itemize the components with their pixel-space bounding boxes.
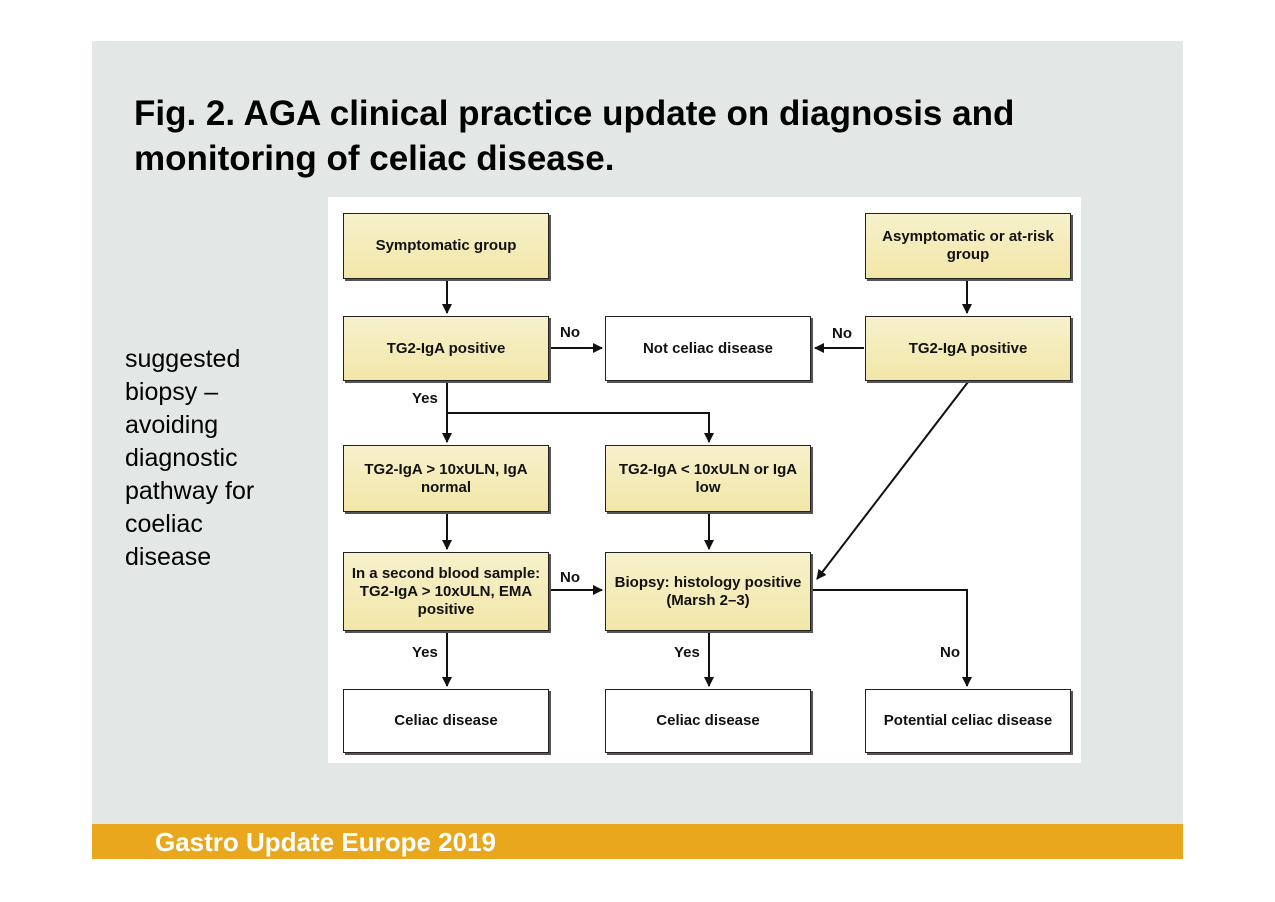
arrow-tg2-right-to-biopsy [816,381,969,580]
footer-bar: Gastro Update Europe 2019 [92,824,1183,859]
side-note-line: coeliac [125,510,203,538]
node-celiac-disease-2: Celiac disease [605,689,811,753]
node-asymptomatic-group: Asymptomatic or at-risk group [865,213,1071,279]
node-celiac-disease-1: Celiac disease [343,689,549,753]
side-note-line: biopsy – [125,378,219,406]
label-second-yes: Yes [412,644,438,661]
side-note-line: diagnostic [125,444,238,472]
node-not-celiac: Not celiac disease [605,316,811,381]
label-left-yes: Yes [412,390,438,407]
node-biopsy: Biopsy: histology positive (Marsh 2–3) [605,552,811,631]
label-right-no: No [832,325,852,342]
node-tg2-positive-right: TG2-IgA positive [865,316,1071,381]
arrow-biopsy-no [811,589,972,687]
slide-title: Fig. 2. AGA clinical practice update on … [134,94,1015,178]
node-second-sample: In a second blood sample: TG2-IgA > 10xU… [343,552,549,631]
side-note-line: disease [125,543,212,571]
arrow-yes-branch-to-low [447,412,714,443]
side-note-line: pathway for [125,477,255,505]
flowchart: Symptomatic group Asymptomatic or at-ris… [328,197,1081,763]
node-tg2-positive-left: TG2-IgA positive [343,316,549,381]
label-left-no: No [560,324,580,341]
footer-text: Gastro Update Europe 2019 [155,827,496,857]
node-potential-celiac: Potential celiac disease [865,689,1071,753]
node-tg2-high: TG2-IgA > 10xULN, IgA normal [343,445,549,512]
label-second-no: No [560,569,580,586]
side-note-line: suggested [125,345,241,373]
side-note-line: avoiding [125,411,219,439]
node-tg2-low: TG2-IgA < 10xULN or IgA low [605,445,811,512]
side-note: suggested biopsy – avoiding diagnostic p… [125,343,325,574]
label-biopsy-no: No [940,644,960,661]
flowchart-connectors [442,279,972,687]
node-symptomatic-group: Symptomatic group [343,213,549,279]
label-biopsy-yes: Yes [674,644,700,661]
